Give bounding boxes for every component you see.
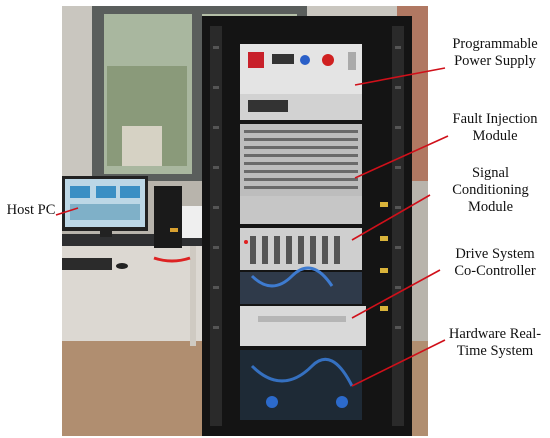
label-hardware-real-time-system: Hardware Real- Time System: [448, 326, 542, 359]
hil-test-bench-photo: [62, 6, 428, 436]
label-host-pc: Host PC: [6, 202, 56, 218]
label-fault-injection-module: Fault Injection Module: [452, 111, 538, 144]
label-signal-conditioning-module: Signal Conditioning Module: [452, 165, 529, 215]
label-programmable-power-supply: Programmable Power Supply: [452, 36, 538, 69]
label-drive-system-co-controller: Drive System Co-Controller: [454, 246, 536, 279]
